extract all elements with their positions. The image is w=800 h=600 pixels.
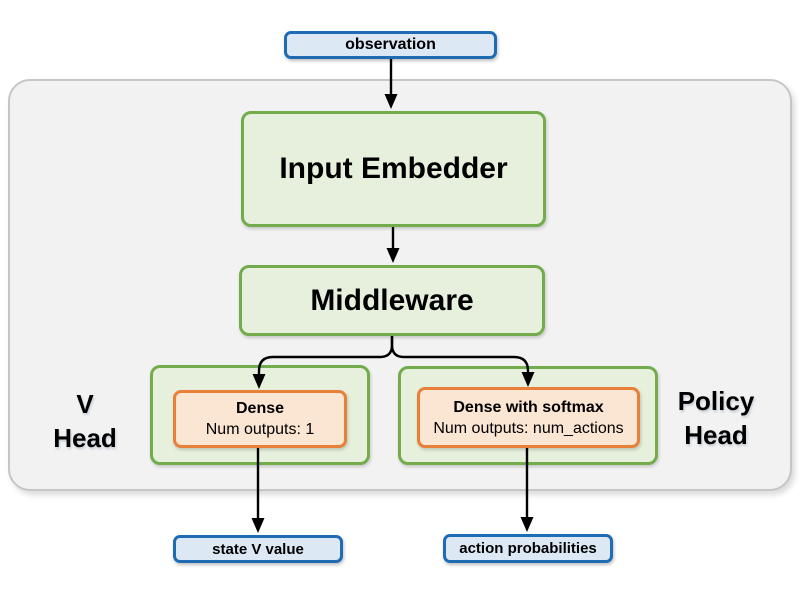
policy-head-label-line1: Policy — [677, 386, 755, 416]
v-head-label: V Head — [25, 387, 145, 455]
state-v-value-node: state V value — [173, 535, 343, 563]
v-head-label-line2: Head — [53, 423, 117, 453]
arrowhead-policy-head-to-action-probabilities — [520, 517, 534, 532]
action-probabilities-node: action probabilities — [443, 534, 613, 563]
policy-head-label: Policy Head — [651, 384, 781, 452]
v-head-label-line1: V — [76, 389, 94, 419]
v-head-dense-title: Dense — [235, 400, 285, 417]
policy-head-dense-title: Dense with softmax — [453, 398, 604, 416]
middleware-label: Middleware — [310, 283, 474, 317]
policy-head-label-line2: Head — [684, 420, 748, 450]
input-embedder-label: Input Embedder — [279, 152, 508, 185]
middleware-node: Middleware — [239, 265, 545, 336]
arrowhead-v-head-to-state-v-value — [251, 518, 265, 533]
input-embedder-node: Input Embedder — [241, 111, 546, 227]
action-probabilities-label: action probabilities — [459, 540, 597, 557]
policy-head-dense-subtitle: Num outputs: num_actions — [433, 419, 624, 437]
state-v-value-label: state V value — [212, 540, 304, 558]
observation-node: observation — [284, 31, 497, 59]
v-head-dense-subtitle: Num outputs: 1 — [205, 421, 315, 438]
policy-head-dense-node: Dense with softmax Num outputs: num_acti… — [417, 387, 640, 448]
observation-label: observation — [345, 36, 436, 53]
v-head-dense-node: Dense Num outputs: 1 — [173, 390, 347, 448]
